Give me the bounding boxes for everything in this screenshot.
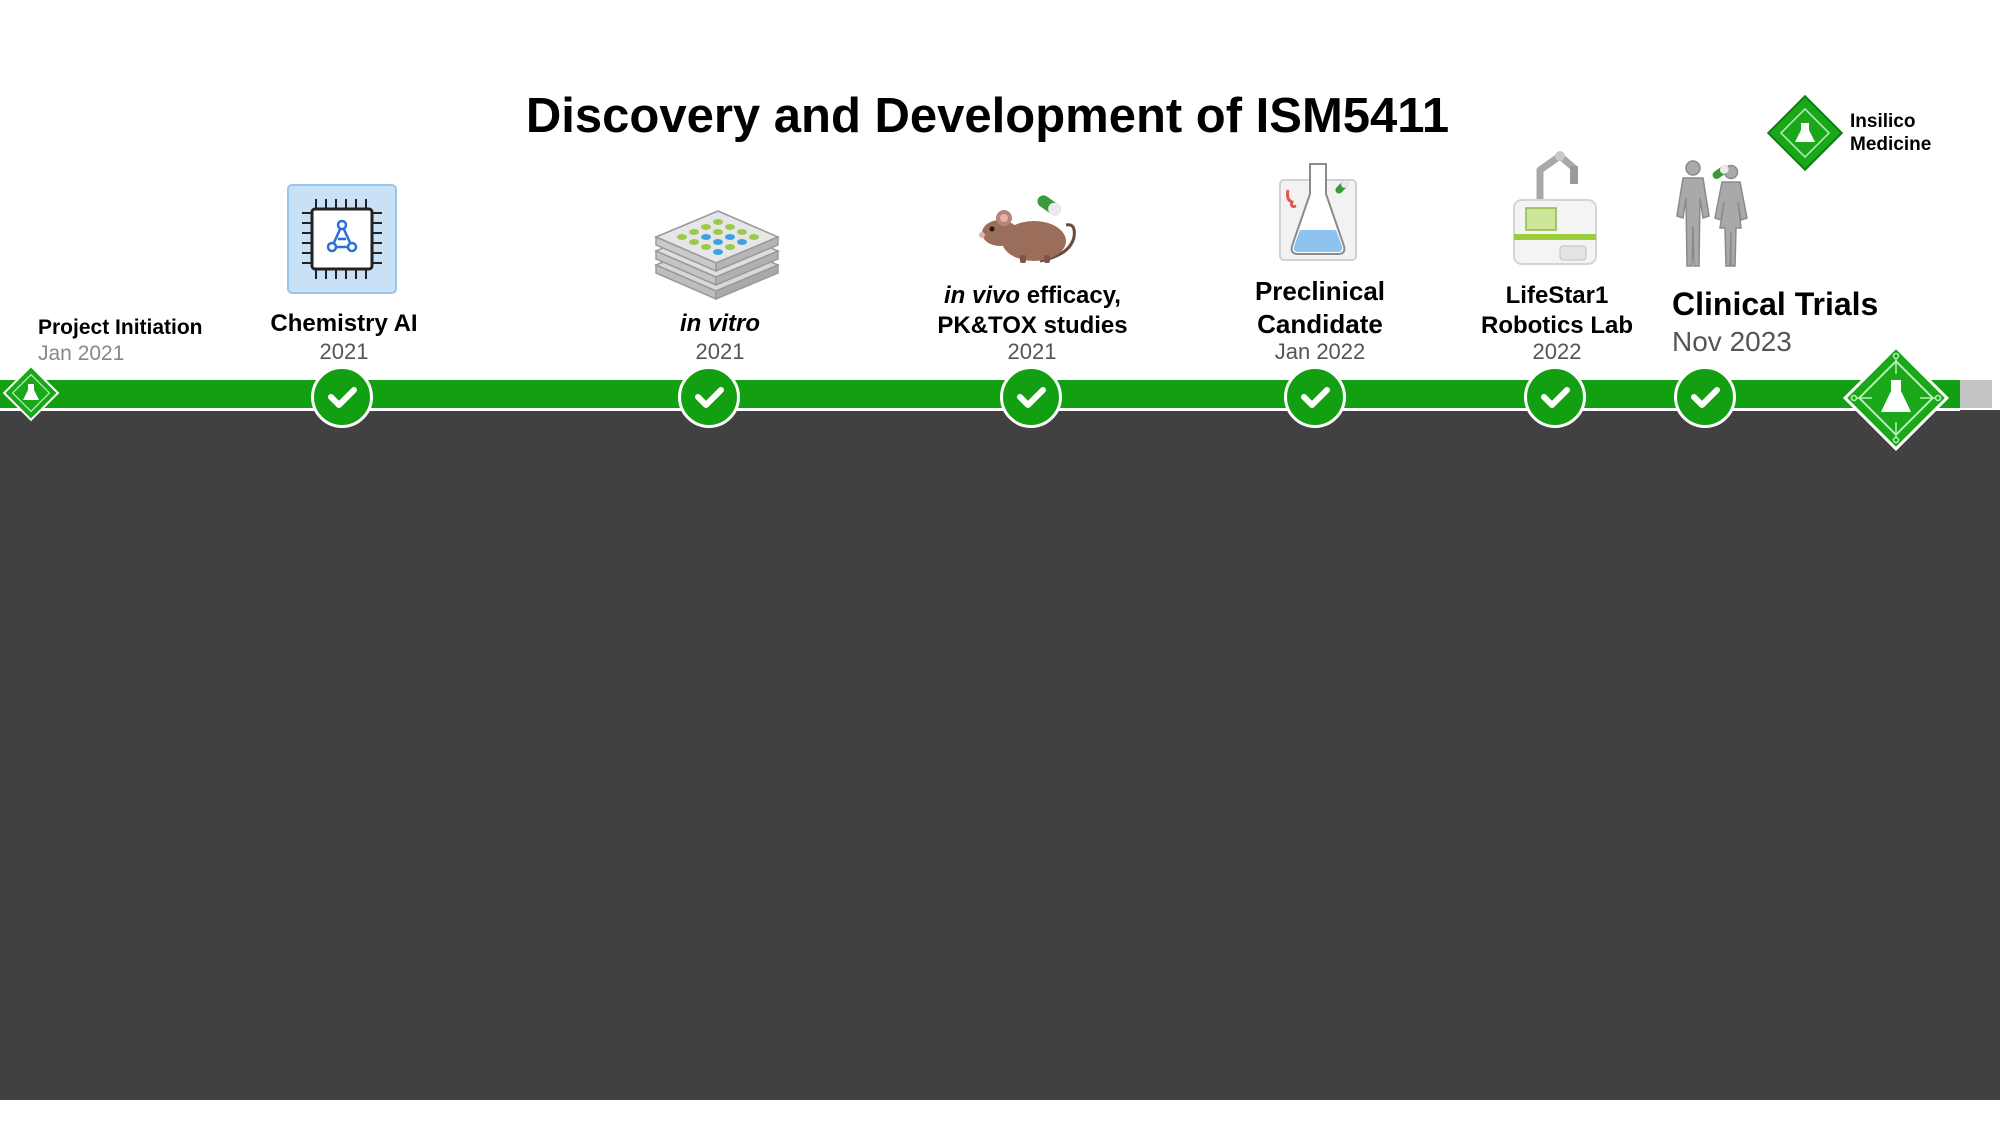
diamond-logo-icon [2,364,60,422]
lifestar1-line-2: Robotics Lab [1480,312,1633,339]
timeline-track [0,380,1960,411]
milestone-label-in-vivo-line-1: in vivo efficacy, [900,281,1165,311]
milestone-label-project-initiation: Project Initiation [38,316,203,339]
in-vivo-italic: in vivo [944,282,1021,309]
preclinical-line-1: Preclinical [1254,276,1386,306]
milestone-date-chemistry-ai: 2021 [319,339,369,364]
ai-chip-icon [287,184,397,294]
milestone-date-clinical-trials: Nov 2023 [1672,326,1792,357]
preclinical-line-2: Candidate [1257,309,1383,339]
in-vivo-rest: efficacy, [1020,282,1121,309]
dark-panel [0,410,2000,1100]
milestone-check-in-vivo [1000,366,1062,428]
milestone-label-chemistry-ai: Chemistry AI [270,310,418,337]
well-plate-icon [654,210,780,301]
page-title: Discovery and Development of ISM5411 [525,89,1450,143]
mouse-icon [979,195,1076,263]
check-icon [1541,387,1570,408]
milestone-check-preclinical-candidate [1284,366,1346,428]
end-diamond-logo-icon [1842,344,1950,452]
milestone-label-in-vivo: in vivo efficacy, PK&TOX studies [900,281,1165,341]
insilico-logo-icon [1766,95,1844,172]
milestone-check-clinical-trials [1674,366,1736,428]
lifestar1-line-1: LifeStar1 [1505,282,1609,309]
check-icon [1691,387,1720,408]
milestone-check-chemistry-ai [311,366,373,428]
milestone-check-lifestar1 [1524,366,1586,428]
milestone-label-clinical-trials: Clinical Trials [1672,286,1879,322]
milestone-label-in-vitro: in vitro [679,310,760,337]
human-figures-icon [1676,160,1748,267]
milestone-date-preclinical-candidate: Jan 2022 [1274,339,1366,364]
timeline-track-end [1960,380,1992,408]
milestone-label-lifestar1: LifeStar1 Robotics Lab [1457,281,1657,341]
milestone-date-project-initiation: Jan 2021 [38,342,125,365]
logo-text: Insilico Medicine [1850,110,1931,156]
check-icon [1301,387,1330,408]
check-icon [328,387,357,408]
logo-line-2: Medicine [1850,134,1932,155]
robot-lab-icon [1513,151,1597,265]
check-icon [695,387,724,408]
milestone-date-in-vivo: 2021 [1007,339,1057,364]
logo-line-1: Insilico [1850,111,1916,132]
check-icon [1017,387,1046,408]
milestone-label-in-vivo-line-2: PK&TOX studies [937,312,1128,339]
milestone-date-in-vitro: 2021 [695,339,745,364]
milestone-check-in-vitro [678,366,740,428]
milestone-date-lifestar1: 2022 [1532,339,1582,364]
flask-icon [1279,163,1357,261]
milestone-label-preclinical-candidate: Preclinical Candidate [1220,275,1420,341]
